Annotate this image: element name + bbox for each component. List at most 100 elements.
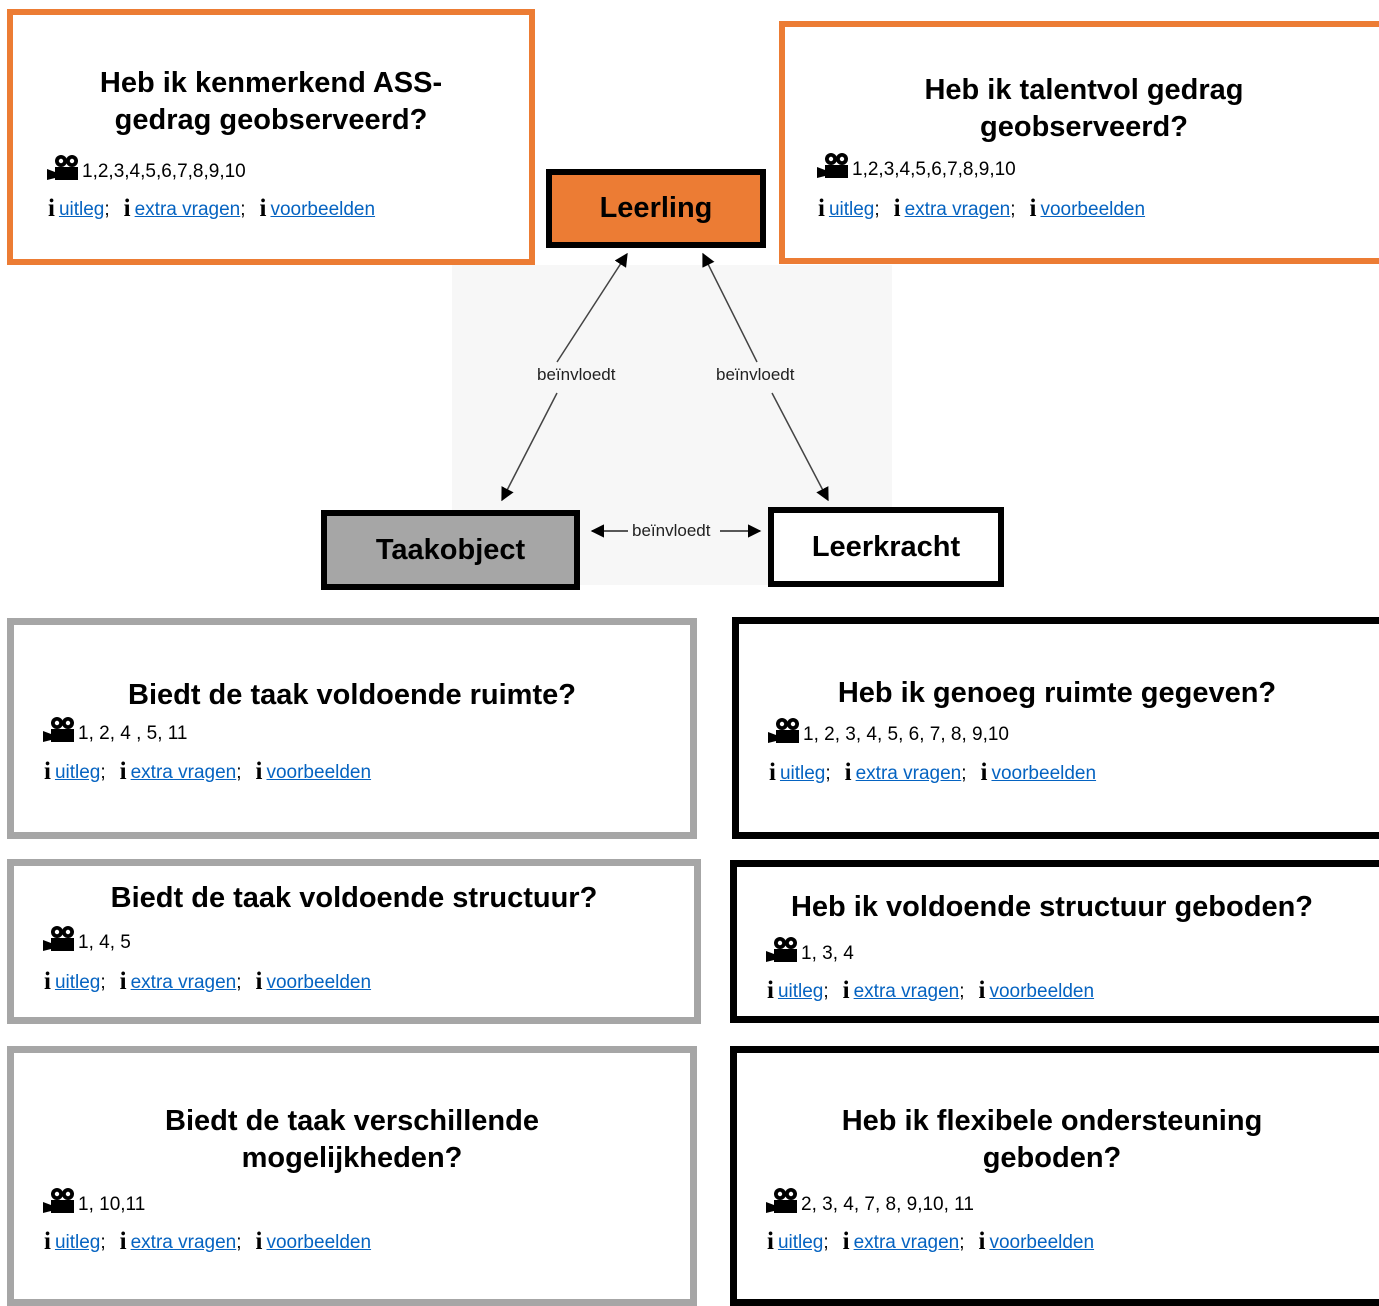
voorbeelden-link[interactable]: voorbeelden xyxy=(989,1232,1095,1253)
card-title: Heb ik flexibele ondersteuning geboden? xyxy=(841,1105,1263,1174)
card-teacher-flexible: Heb ik flexibele ondersteuning geboden? … xyxy=(730,1046,1379,1306)
video-camera-icon[interactable] xyxy=(765,716,801,744)
voorbeelden-link[interactable]: voorbeelden xyxy=(266,972,372,993)
video-camera-icon[interactable] xyxy=(40,924,76,952)
info-icon: i xyxy=(767,1228,774,1255)
info-icon: i xyxy=(255,758,263,785)
extra-vragen-link[interactable]: extra vragen xyxy=(134,199,241,220)
info-icon: i xyxy=(48,195,55,222)
info-icon: i xyxy=(818,195,825,222)
voorbeelden-link[interactable]: voorbeelden xyxy=(991,763,1097,784)
edge-label-student-teacher: beïnvloedt xyxy=(714,365,797,385)
video-camera-icon[interactable] xyxy=(814,151,850,179)
voorbeelden-link[interactable]: voorbeelden xyxy=(989,981,1095,1002)
card-title: Heb ik talentvol gedrag geobserveerd? xyxy=(924,74,1244,143)
video-numbers: 1, 2, 4 , 5, 11 xyxy=(78,723,188,744)
uitleg-link[interactable]: uitleg xyxy=(828,199,875,220)
video-line: 1, 2, 3, 4, 5, 6, 7, 8, 9,10 xyxy=(765,716,1009,746)
card-student-talent: Heb ik talentvol gedrag geobserveerd? 1,… xyxy=(779,21,1379,264)
extra-vragen-link[interactable]: extra vragen xyxy=(855,763,962,784)
node-student-label: Leerling xyxy=(599,192,713,224)
info-icon: i xyxy=(119,1228,127,1255)
info-icon: i xyxy=(842,1228,850,1255)
extra-vragen-link[interactable]: extra vragen xyxy=(853,981,960,1002)
card-title: Biedt de taak voldoende structuur? xyxy=(110,882,598,914)
info-icon: i xyxy=(980,759,988,786)
uitleg-link[interactable]: uitleg xyxy=(777,981,824,1002)
video-line: 2, 3, 4, 7, 8, 9,10, 11 xyxy=(763,1186,974,1216)
video-numbers: 1, 3, 4 xyxy=(801,943,854,964)
info-icon: i xyxy=(259,195,267,222)
extra-vragen-link[interactable]: extra vragen xyxy=(130,972,237,993)
info-icon: i xyxy=(893,195,901,222)
info-icon: i xyxy=(978,1228,986,1255)
card-task-options: Biedt de taak verschillende mogelijkhede… xyxy=(7,1046,697,1306)
voorbeelden-link[interactable]: voorbeelden xyxy=(270,199,376,220)
info-icon: i xyxy=(123,195,131,222)
info-icon: i xyxy=(1029,195,1037,222)
info-icon: i xyxy=(119,758,127,785)
video-line: 1, 4, 5 xyxy=(40,924,131,954)
video-camera-icon[interactable] xyxy=(40,715,76,743)
info-icon: i xyxy=(255,1228,263,1255)
node-student: Leerling xyxy=(546,169,766,248)
voorbeelden-link[interactable]: voorbeelden xyxy=(266,762,372,783)
uitleg-link[interactable]: uitleg xyxy=(54,762,101,783)
extra-vragen-link[interactable]: extra vragen xyxy=(904,199,1011,220)
uitleg-link[interactable]: uitleg xyxy=(54,1232,101,1253)
uitleg-link[interactable]: uitleg xyxy=(779,763,826,784)
node-teacher: Leerkracht xyxy=(768,507,1004,587)
video-numbers: 1,2,3,4,5,6,7,8,9,10 xyxy=(852,159,1016,180)
info-icon: i xyxy=(44,1228,51,1255)
video-numbers: 1, 10,11 xyxy=(78,1194,146,1215)
video-numbers: 2, 3, 4, 7, 8, 9,10, 11 xyxy=(801,1194,974,1215)
info-icon: i xyxy=(44,968,51,995)
video-line: 1,2,3,4,5,6,7,8,9,10 xyxy=(44,153,246,183)
info-icon: i xyxy=(769,759,776,786)
card-teacher-structure: Heb ik voldoende structuur geboden? 1, 3… xyxy=(730,860,1379,1023)
extra-vragen-link[interactable]: extra vragen xyxy=(130,1232,237,1253)
info-icon: i xyxy=(978,977,986,1004)
voorbeelden-link[interactable]: voorbeelden xyxy=(266,1232,372,1253)
video-numbers: 1,2,3,4,5,6,7,8,9,10 xyxy=(82,161,246,182)
info-icon: i xyxy=(842,977,850,1004)
card-title: Heb ik voldoende structuur geboden? xyxy=(790,891,1314,923)
extra-vragen-link[interactable]: extra vragen xyxy=(853,1232,960,1253)
info-icon: i xyxy=(767,977,774,1004)
card-teacher-space: Heb ik genoeg ruimte gegeven? 1, 2, 3, 4… xyxy=(732,617,1379,839)
card-title: Heb ik genoeg ruimte gegeven? xyxy=(837,677,1277,709)
video-camera-icon[interactable] xyxy=(763,935,799,963)
card-task-structure: Biedt de taak voldoende structuur? 1, 4,… xyxy=(7,859,701,1024)
card-title: Biedt de taak verschillende mogelijkhede… xyxy=(165,1105,539,1174)
card-task-space: Biedt de taak voldoende ruimte? 1, 2, 4 … xyxy=(7,618,697,839)
voorbeelden-link[interactable]: voorbeelden xyxy=(1040,199,1146,220)
card-title: Biedt de taak voldoende ruimte? xyxy=(128,679,576,711)
uitleg-link[interactable]: uitleg xyxy=(54,972,101,993)
info-icon: i xyxy=(44,758,51,785)
card-student-ass: Heb ik kenmerkend ASS-gedrag geobserveer… xyxy=(7,9,535,265)
card-title: Heb ik kenmerkend ASS-gedrag geobserveer… xyxy=(99,67,443,136)
video-numbers: 1, 4, 5 xyxy=(78,932,131,953)
uitleg-link[interactable]: uitleg xyxy=(777,1232,824,1253)
video-camera-icon[interactable] xyxy=(763,1186,799,1214)
uitleg-link[interactable]: uitleg xyxy=(58,199,105,220)
info-icon: i xyxy=(844,759,852,786)
video-camera-icon[interactable] xyxy=(40,1186,76,1214)
video-camera-icon[interactable] xyxy=(44,153,80,181)
node-task: Taakobject xyxy=(321,510,580,590)
info-icon: i xyxy=(119,968,127,995)
info-icon: i xyxy=(255,968,263,995)
extra-vragen-link[interactable]: extra vragen xyxy=(130,762,237,783)
video-line: 1, 2, 4 , 5, 11 xyxy=(40,715,188,745)
video-line: 1, 3, 4 xyxy=(763,935,854,965)
edge-label-task-teacher: beïnvloedt xyxy=(630,521,713,541)
edge-label-student-task: beïnvloedt xyxy=(535,365,618,385)
video-numbers: 1, 2, 3, 4, 5, 6, 7, 8, 9,10 xyxy=(803,724,1009,745)
node-teacher-label: Leerkracht xyxy=(811,530,961,563)
